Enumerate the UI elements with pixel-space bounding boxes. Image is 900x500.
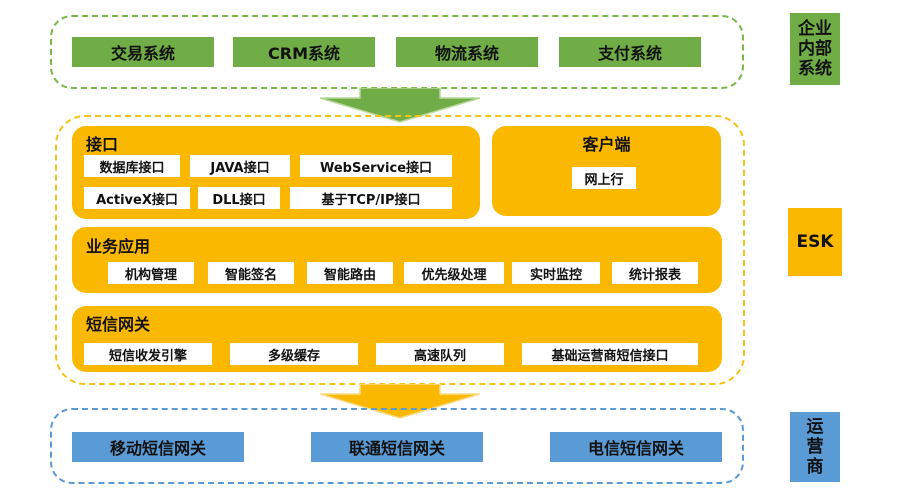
system-box-trade: 交易系统 <box>72 37 214 67</box>
client-item-online: 网上行 <box>572 167 636 189</box>
operator-box-mobile: 移动短信网关 <box>72 432 244 462</box>
business-item-signature: 智能签名 <box>208 262 294 284</box>
side-label-enterprise: 企业内部系统 <box>790 13 840 85</box>
interface-item-dll: DLL接口 <box>198 187 280 209</box>
system-box-logistics: 物流系统 <box>396 37 538 67</box>
operator-box-unicom: 联通短信网关 <box>311 432 483 462</box>
sms-item-carrier-interface: 基础运营商短信接口 <box>522 343 698 365</box>
business-item-monitor: 实时监控 <box>512 262 600 284</box>
interface-item-tcpip: 基于TCP/IP接口 <box>290 187 452 209</box>
business-item-org: 机构管理 <box>108 262 194 284</box>
sms-item-queue: 高速队列 <box>376 343 504 365</box>
sms-item-cache: 多级缓存 <box>230 343 358 365</box>
down-arrow-icon <box>319 88 481 123</box>
sms-gateway-title: 短信网关 <box>86 315 151 334</box>
business-item-report: 统计报表 <box>612 262 698 284</box>
operator-box-telecom: 电信短信网关 <box>550 432 722 462</box>
side-label-operator: 运营商 <box>790 412 840 482</box>
interface-item-activex: ActiveX接口 <box>84 187 190 209</box>
down-arrow-icon <box>319 384 481 419</box>
business-item-routing: 智能路由 <box>307 262 393 284</box>
business-item-priority: 优先级处理 <box>404 262 504 284</box>
sms-item-engine: 短信收发引擎 <box>84 343 212 365</box>
side-label-esk: ESK <box>788 208 842 276</box>
interface-item-java: JAVA接口 <box>190 155 290 177</box>
interface-item-webservice: WebService接口 <box>300 155 452 177</box>
client-title: 客户端 <box>582 135 631 154</box>
system-box-payment: 支付系统 <box>559 37 701 67</box>
business-title: 业务应用 <box>86 237 151 256</box>
interface-title: 接口 <box>86 135 119 154</box>
interface-item-database: 数据库接口 <box>84 155 180 177</box>
operators-group <box>50 408 744 484</box>
system-box-crm: CRM系统 <box>233 37 375 67</box>
